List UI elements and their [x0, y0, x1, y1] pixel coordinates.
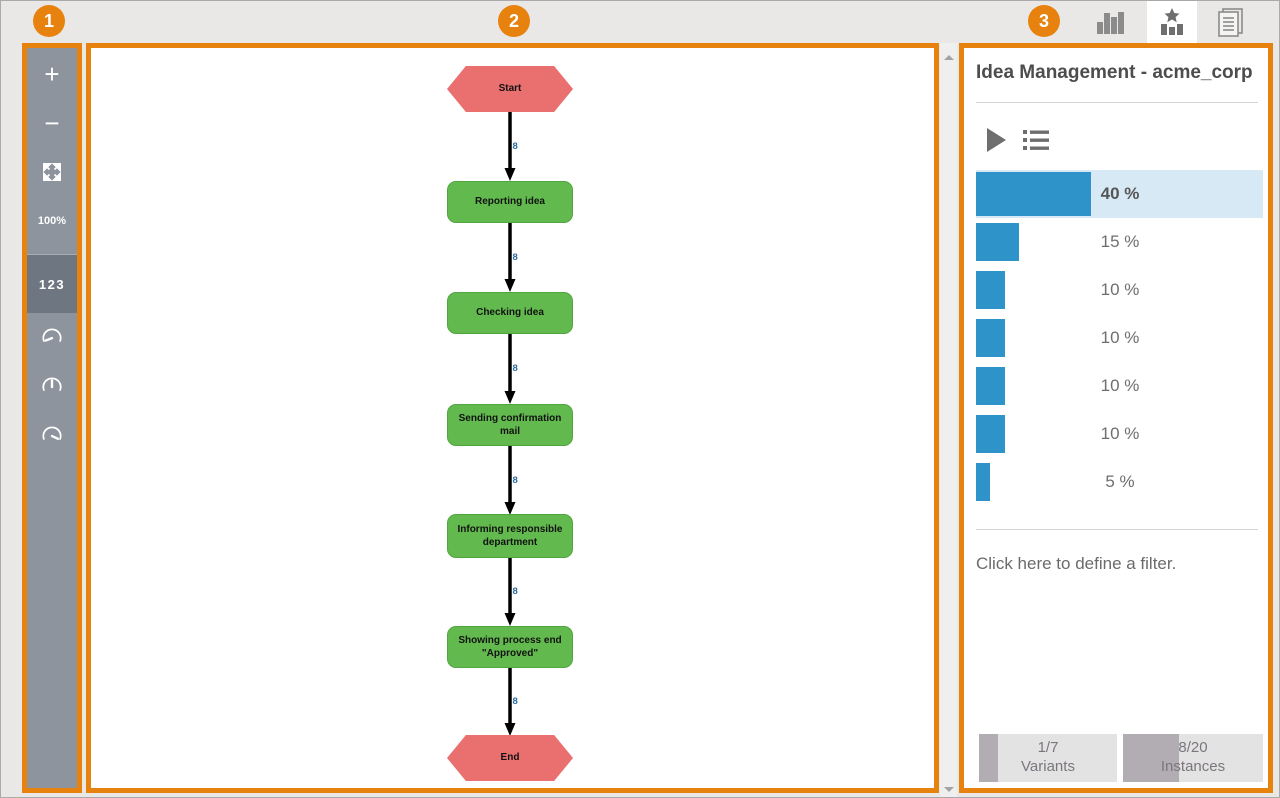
annotation-marker-1: 1 [33, 5, 65, 37]
instances-stat-value: 8/20 [1178, 739, 1208, 757]
play-icon[interactable] [984, 126, 1008, 154]
variant-bar [976, 319, 1005, 357]
top-bar: 1 2 3 [1, 1, 1279, 43]
variant-bar [976, 172, 1091, 216]
edge-count-label: 8 [513, 696, 518, 707]
variant-percentage: 5 % [1105, 472, 1135, 491]
process-node-start[interactable]: Start [447, 66, 573, 112]
toolbar-divider [27, 254, 77, 255]
variant-row[interactable]: 10 % [976, 410, 1263, 458]
annotation-marker-2: 2 [498, 5, 530, 37]
variant-row[interactable]: 10 % [976, 362, 1263, 410]
variants-stat-fill [979, 734, 999, 782]
variant-row[interactable]: 10 % [976, 266, 1263, 314]
gauge-needle-left-icon[interactable] [27, 320, 77, 354]
scroll-down-icon[interactable] [944, 787, 954, 792]
instances-stat-box: 8/20 Instances [1123, 734, 1263, 782]
panel-title: Idea Management - acme_corp [976, 62, 1253, 83]
edge-count-label: 8 [513, 475, 518, 486]
gauge-needle-right-icon[interactable] [27, 418, 77, 452]
fit-to-screen-button[interactable] [27, 155, 77, 189]
panel-divider [976, 102, 1258, 103]
process-node-end[interactable]: End [447, 735, 573, 781]
define-filter-link[interactable]: Click here to define a filter. [976, 554, 1177, 573]
edge-count-label: 8 [513, 252, 518, 263]
process-canvas: 8 8 8 8 8 8 Start Reporting idea Checkin… [86, 43, 939, 793]
process-node-activity[interactable]: Checking idea [447, 292, 573, 334]
zoom-in-button[interactable]: + [44, 59, 60, 89]
variant-row[interactable]: 5 % [976, 458, 1263, 506]
variant-percentage: 40 % [1100, 184, 1140, 203]
zoom-toolbar: + − 100% 123 [27, 48, 77, 788]
zoom-out-button[interactable]: − [44, 108, 60, 138]
variants-stat-box: 1/7 Variants [979, 734, 1117, 782]
instances-stat-label: Instances [1160, 758, 1226, 775]
process-node-activity[interactable]: Reporting idea [447, 181, 573, 223]
variant-bar [976, 223, 1019, 261]
variant-percentage: 10 % [1100, 280, 1140, 299]
variants-stat-label: Variants [1021, 758, 1075, 775]
edge-count-label: 8 [513, 141, 518, 152]
process-node-activity[interactable]: Sending confirmation mail [447, 404, 573, 446]
variant-percentage: 10 % [1100, 424, 1140, 443]
variant-bar [976, 415, 1005, 453]
analysis-panel: Idea Management - acme_corp 40 % [959, 43, 1273, 793]
variant-percentage: 15 % [1100, 232, 1140, 251]
variant-percentage: 10 % [1100, 328, 1140, 347]
vertical-scrollbar[interactable] [940, 43, 957, 797]
bar-chart-icon[interactable] [1086, 1, 1136, 43]
panel-divider [976, 529, 1258, 530]
zoom-level-label[interactable]: 100% [37, 215, 67, 227]
gauge-needle-middle-icon[interactable] [27, 369, 77, 403]
instances-stat-fill [1123, 734, 1179, 782]
process-node-activity[interactable]: Showing process end "Approved" [447, 626, 573, 668]
variant-row[interactable]: 15 % [976, 218, 1263, 266]
toolbar-region: + − 100% 123 [22, 43, 82, 793]
edge-count-label: 8 [513, 586, 518, 597]
variant-row[interactable]: 10 % [976, 314, 1263, 362]
edge-count-label: 8 [513, 363, 518, 374]
variants-stat-value: 1/7 [1037, 739, 1059, 757]
expand-icon [43, 163, 61, 181]
variant-row[interactable]: 40 % [976, 170, 1263, 218]
process-node-activity[interactable]: Informing responsible department [447, 514, 573, 558]
annotation-marker-3: 3 [1028, 5, 1060, 37]
variant-list-icon[interactable] [1022, 127, 1050, 153]
variant-bar [976, 271, 1005, 309]
variant-bar [976, 367, 1005, 405]
favorite-analysis-icon[interactable] [1147, 1, 1197, 43]
reports-icon[interactable] [1205, 1, 1255, 43]
process-edges: 8 8 8 8 8 8 [504, 112, 518, 736]
variant-list: 40 % 15 % 10 % 10 % 10 % [976, 170, 1263, 506]
frequency-numbers-button[interactable]: 123 [27, 255, 77, 313]
variant-percentage: 10 % [1100, 376, 1140, 395]
scroll-up-icon[interactable] [944, 55, 954, 60]
variant-bar [976, 463, 990, 501]
